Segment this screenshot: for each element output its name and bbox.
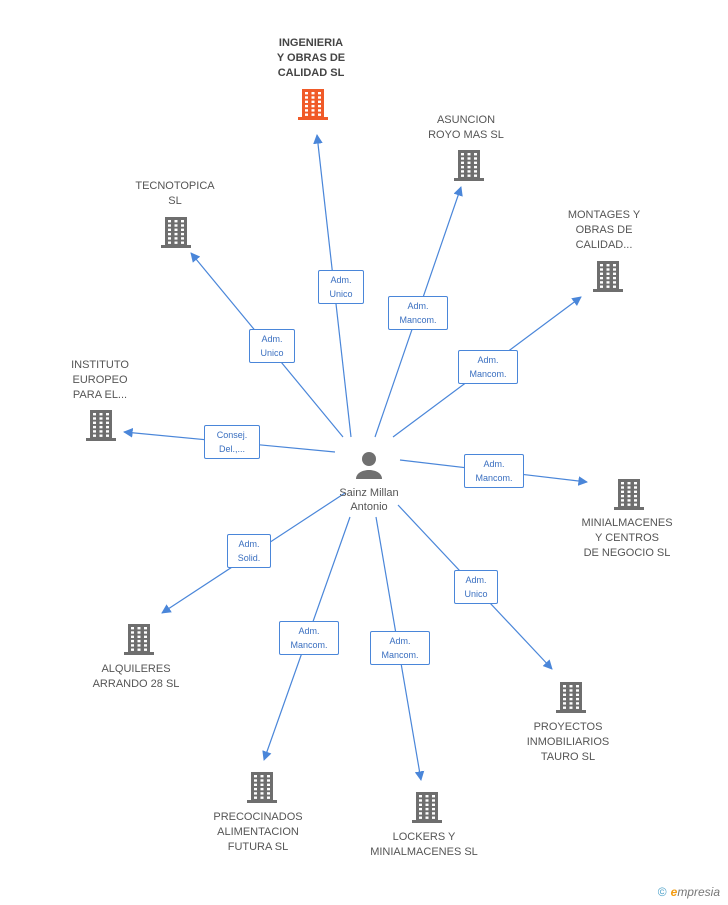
edge-label-alquileres[interactable]: Adm. Solid. (227, 534, 271, 568)
node-label-precocinados[interactable]: PRECOCINADOS ALIMENTACION FUTURA SL (213, 811, 303, 853)
node-label-minialmacenes[interactable]: MINIALMACENES Y CENTROS DE NEGOCIO SL (581, 517, 673, 559)
empresia-watermark: ©empresia (658, 885, 720, 899)
edge-label-precocinados[interactable]: Adm. Mancom. (279, 621, 339, 655)
building-icon[interactable] (556, 682, 586, 713)
node-label-proyectos[interactable]: PROYECTOS INMOBILIARIOS TAURO SL (526, 721, 610, 763)
node-label-asuncion[interactable]: ASUNCION ROYO MAS SL (428, 114, 504, 141)
building-icon[interactable] (124, 624, 154, 655)
node-label-alquileres[interactable]: ALQUILERES ARRANDO 28 SL (92, 663, 180, 690)
edge-label-ingenieria[interactable]: Adm. Unico (318, 270, 364, 304)
center-person-label[interactable]: Sainz Millan Antonio (339, 487, 399, 513)
building-icon[interactable] (454, 150, 484, 181)
edge-label-instituto[interactable]: Consej. Del.,... (204, 425, 260, 459)
building-icon[interactable] (298, 89, 328, 120)
node-label-tecnotopica[interactable]: TECNOTOPICA SL (135, 180, 215, 207)
copyright-symbol: © (657, 885, 667, 899)
building-icon[interactable] (86, 410, 116, 441)
person-icon[interactable] (356, 452, 382, 479)
edge-label-lockers[interactable]: Adm. Mancom. (370, 631, 430, 665)
edge-label-tecnotopica[interactable]: Adm. Unico (249, 329, 295, 363)
building-icon[interactable] (161, 217, 191, 248)
node-label-lockers[interactable]: LOCKERS Y MINIALMACENES SL (370, 831, 478, 858)
edge-label-minialmacenes[interactable]: Adm. Mancom. (464, 454, 524, 488)
edge-label-proyectos[interactable]: Adm. Unico (454, 570, 498, 604)
building-icon[interactable] (412, 792, 442, 823)
edge-label-asuncion[interactable]: Adm. Mancom. (388, 296, 448, 330)
node-label-instituto[interactable]: INSTITUTO EUROPEO PARA EL... (71, 359, 129, 401)
brand-e: e (670, 885, 678, 899)
edge-label-montages[interactable]: Adm. Mancom. (458, 350, 518, 384)
building-icon[interactable] (247, 772, 277, 803)
node-label-ingenieria[interactable]: INGENIERIA Y OBRAS DE CALIDAD SL (276, 37, 346, 79)
node-label-montages[interactable]: MONTAGES Y OBRAS DE CALIDAD... (567, 209, 641, 251)
building-icon[interactable] (614, 479, 644, 510)
building-icon[interactable] (593, 261, 623, 292)
brand-name: mpresia (677, 885, 720, 899)
